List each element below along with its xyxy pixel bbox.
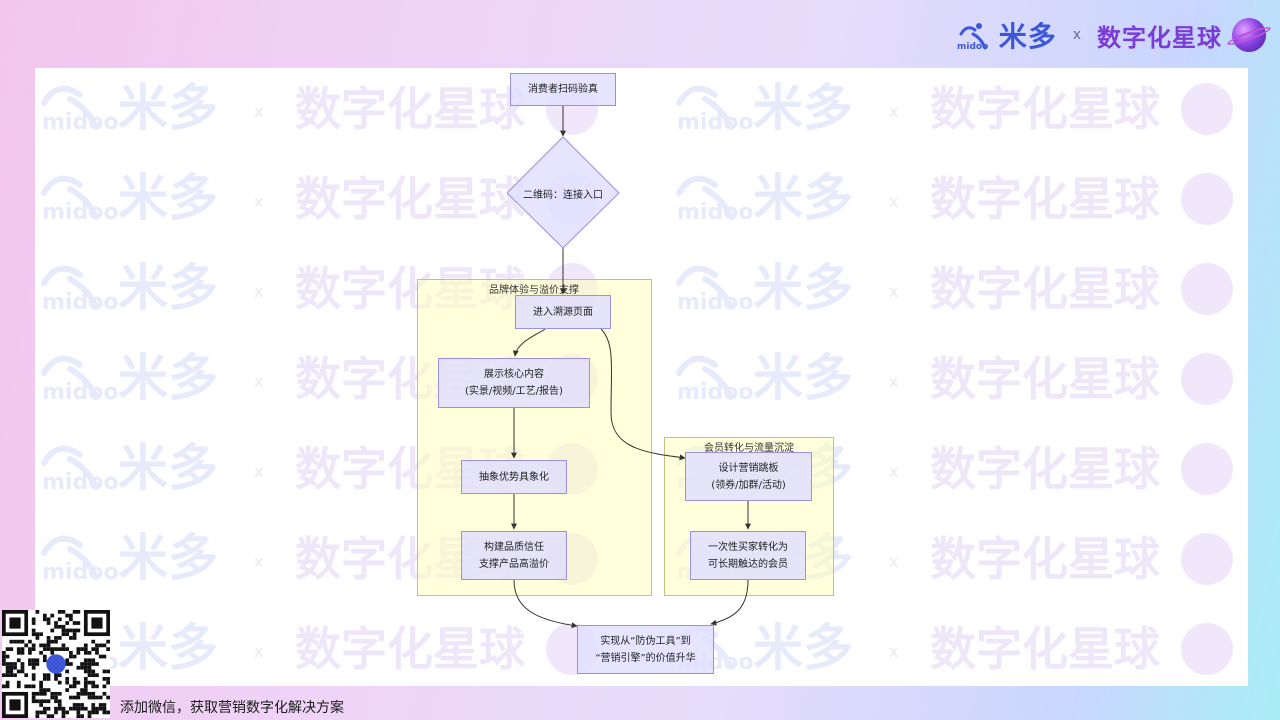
svg-text:midoo: midoo [42, 110, 118, 135]
svg-text:数字化星球: 数字化星球 [930, 442, 1161, 496]
svg-text:米多: 米多 [753, 259, 853, 317]
svg-text:x: x [889, 282, 898, 301]
midoo-mark-icon: midoo [957, 23, 988, 50]
svg-text:x: x [889, 552, 898, 571]
svg-text:x: x [254, 102, 263, 121]
node-abstract-advantage-text: 抽象优势具象化 [479, 471, 549, 483]
svg-text:米多: 米多 [753, 619, 853, 677]
midoo-logo: midoo 米多 [957, 15, 1057, 55]
svg-text:数字化星球: 数字化星球 [295, 82, 526, 136]
cluster-brand-experience-label: 品牌体验与溢价支撑 [489, 285, 579, 296]
edge-trust-to-final [513, 579, 578, 629]
svg-text:x: x [254, 552, 263, 571]
node-design-springboard: 设计营销跳板 (领券/加群/活动) [685, 452, 812, 501]
svg-text:x: x [889, 462, 898, 481]
svg-text:midoo: midoo [677, 200, 753, 225]
brand-separator: x [1072, 27, 1081, 43]
midoo-cn-text: 米多 [998, 20, 1057, 53]
svg-text:米多: 米多 [118, 79, 218, 137]
svg-text:米多: 米多 [753, 349, 853, 407]
node-convert-member: 一次性买家转化为 可长期触达的会员 [690, 531, 806, 580]
svg-text:数字化星球: 数字化星球 [930, 352, 1161, 406]
svg-text:米多: 米多 [118, 619, 218, 677]
svg-text:x: x [254, 462, 263, 481]
flowchart: 品牌体验与溢价支撑 会员转化与流量沉淀 [35, 68, 1248, 686]
edge-trace-to-design [600, 328, 686, 461]
svg-text:midoo: midoo [42, 470, 118, 495]
node-trace-page: 进入溯源页面 [515, 295, 611, 329]
svg-text:数字化星球: 数字化星球 [930, 532, 1161, 586]
node-build-trust: 构建品质信任 支撑产品高溢价 [461, 531, 567, 580]
svg-text:midoo: midoo [42, 200, 118, 225]
flow-edges [506, 106, 751, 629]
edge-convert-to-final [710, 579, 749, 626]
node-convert-member-line2: 可长期触达的会员 [708, 558, 788, 570]
node-scan-verify: 消费者扫码验真 [510, 73, 616, 106]
node-scan-verify-text: 消费者扫码验真 [528, 84, 598, 95]
svg-text:x: x [889, 102, 898, 121]
svg-text:米多: 米多 [118, 529, 218, 587]
node-build-trust-line2: 支撑产品高溢价 [479, 558, 549, 570]
planet-icon [1232, 18, 1266, 52]
svg-text:x: x [254, 372, 263, 391]
svg-text:米多: 米多 [118, 439, 218, 497]
svg-text:midoo: midoo [42, 560, 118, 585]
svg-text:midoo: midoo [677, 380, 753, 405]
node-show-content-line1: 展示核心内容 [484, 369, 544, 380]
svg-text:x: x [254, 282, 263, 301]
svg-text:midoo: midoo [42, 290, 118, 315]
svg-text:数字化星球: 数字化星球 [295, 622, 526, 676]
edge-trace-to-show [512, 328, 546, 357]
planet-cn-text: 数字化星球 [1097, 23, 1222, 52]
node-qr-entry-text: 二维码：连接入口 [523, 190, 603, 201]
svg-text:数字化星球: 数字化星球 [930, 82, 1161, 136]
svg-text:x: x [254, 192, 263, 211]
svg-text:midoo: midoo [677, 290, 753, 315]
svg-text:midoo: midoo [42, 380, 118, 405]
svg-text:x: x [889, 642, 898, 661]
svg-text:x: x [889, 192, 898, 211]
midoo-en-text: midoo [957, 42, 988, 50]
node-trace-page-text: 进入溯源页面 [533, 306, 593, 318]
node-design-springboard-line1: 设计营销跳板 [718, 462, 779, 474]
node-qr-diamond [506, 136, 620, 249]
svg-text:midoo: midoo [677, 110, 753, 135]
cluster-member-conversion-label: 会员转化与流量沉淀 [704, 443, 794, 454]
svg-text:米多: 米多 [118, 349, 218, 407]
top-bar: midoo 米多 x 数字化星球 [0, 0, 1280, 68]
brand-lockup: midoo 米多 x 数字化星球 [957, 14, 1266, 56]
node-show-content-line2: (实景/视频/工艺/报告) [465, 386, 563, 397]
svg-text:x: x [254, 642, 263, 661]
svg-text:数字化星球: 数字化星球 [930, 622, 1161, 676]
svg-text:米多: 米多 [118, 259, 218, 317]
node-abstract-advantage: 抽象优势具象化 [461, 460, 567, 494]
svg-text:米多: 米多 [753, 79, 853, 137]
node-value-upgrade-line2: “营销引擎”的价值升华 [595, 652, 696, 664]
svg-text:米多: 米多 [753, 169, 853, 227]
wechat-qr-code-icon[interactable] [2, 610, 110, 718]
node-value-upgrade-line1: 实现从“防伪工具”到 [600, 635, 691, 647]
node-value-upgrade: 实现从“防伪工具”到 “营销引擎”的价值升华 [577, 625, 714, 674]
node-build-trust-line1: 构建品质信任 [484, 541, 544, 553]
node-show-content: 展示核心内容 (实景/视频/工艺/报告) [438, 358, 590, 408]
node-design-springboard-line2: (领券/加群/活动) [711, 479, 786, 491]
svg-text:米多: 米多 [118, 169, 218, 227]
svg-text:数字化星球: 数字化星球 [930, 262, 1161, 316]
node-convert-member-line1: 一次性买家转化为 [708, 541, 788, 553]
svg-text:数字化星球: 数字化星球 [930, 172, 1161, 226]
footer-cta-text: 添加微信，获取营销数字化解决方案 [120, 700, 344, 716]
svg-text:x: x [889, 372, 898, 391]
svg-text:数字化星球: 数字化星球 [295, 172, 526, 226]
